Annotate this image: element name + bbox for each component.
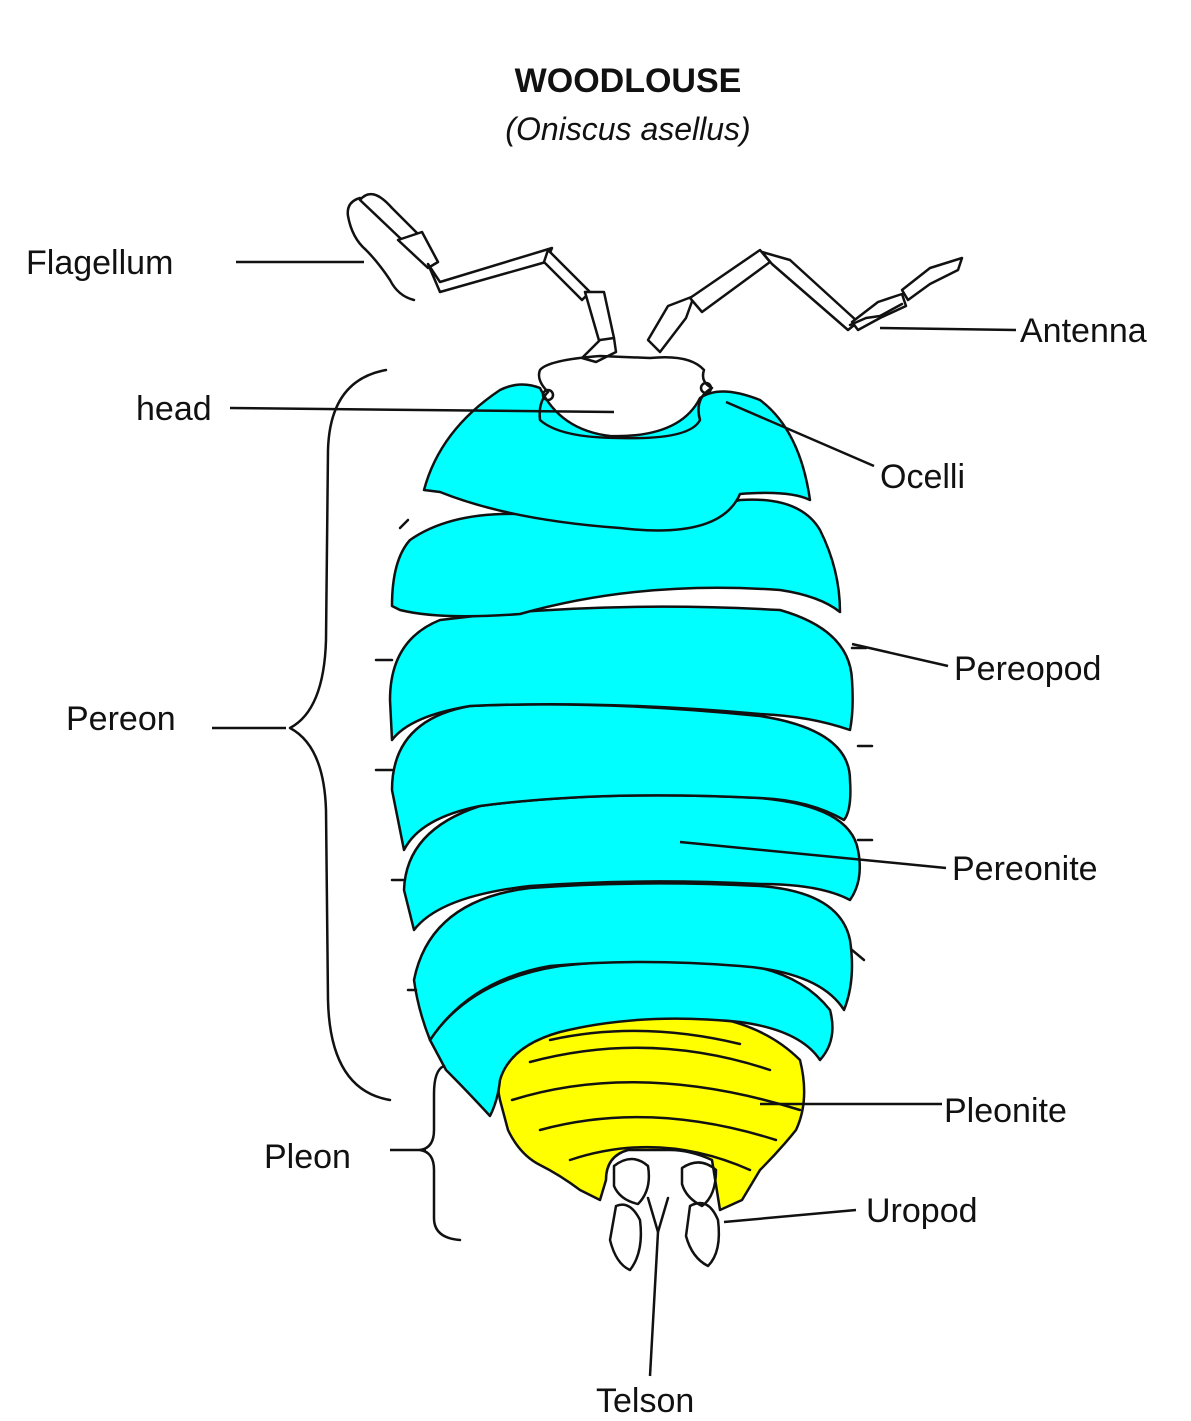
label-pereonite: Pereonite	[952, 850, 1098, 888]
label-uropod: Uropod	[866, 1192, 978, 1230]
right-antenna	[648, 250, 962, 352]
label-telson: Telson	[596, 1382, 694, 1420]
pereon-body	[376, 384, 872, 1210]
pereon-brace	[290, 370, 390, 1100]
pleon-segments	[498, 1013, 804, 1210]
pleon-brace	[420, 1066, 460, 1240]
diagram-subtitle: (Oniscus asellus)	[505, 111, 750, 147]
label-pleon: Pleon	[264, 1138, 351, 1176]
telson	[648, 1198, 668, 1232]
label-antenna: Antenna	[1020, 312, 1147, 350]
label-ocelli: Ocelli	[880, 458, 965, 496]
label-pereopod: Pereopod	[954, 650, 1101, 688]
label-flagellum: Flagellum	[26, 244, 173, 282]
left-antenna	[360, 194, 616, 362]
diagram-title: WOODLOUSE	[515, 62, 742, 100]
label-head: head	[136, 390, 212, 428]
label-pleonite: Pleonite	[944, 1092, 1067, 1130]
label-pereon: Pereon	[66, 700, 176, 738]
